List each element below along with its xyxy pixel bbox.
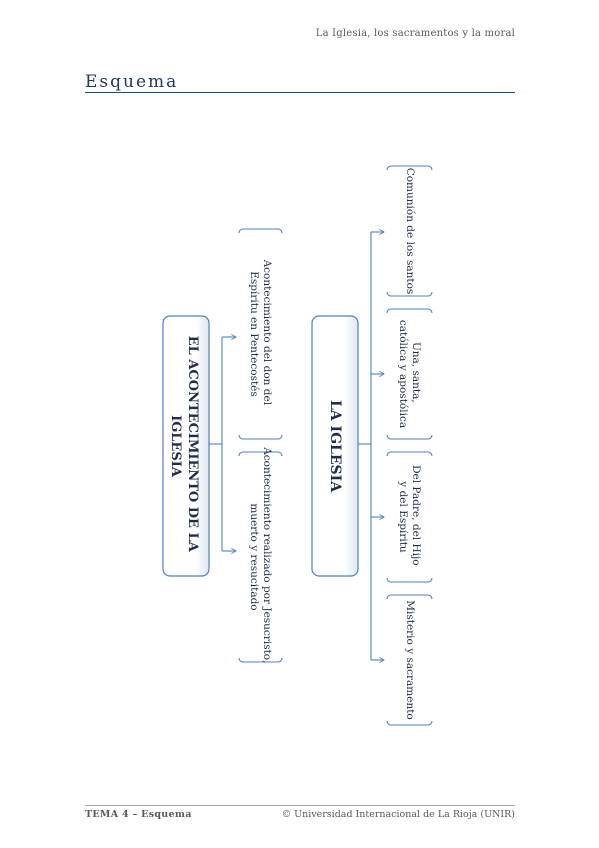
footer-topic: TEMA 4 – Esquema xyxy=(85,809,192,820)
item-notas-iglesia: Una, santa, católica y apostólica xyxy=(386,308,433,440)
item-misterio: Misterio y sacramento xyxy=(386,594,433,726)
running-header: La Iglesia, los sacramentos y la moral xyxy=(315,28,515,39)
svg-text:Del Padre, del Hijo y de: Del Padre, del Hijo y del Espíritu xyxy=(397,465,422,569)
box-acontecimiento-iglesia: EL ACONTECIMIENTO DE LA IGLESIA xyxy=(162,315,210,577)
section-title: Esquema xyxy=(85,72,179,92)
item-espiritu-line-2: Espíritu en Pentecostés xyxy=(248,271,260,397)
box-la-iglesia: LA IGLESIA xyxy=(311,315,359,577)
item-espiritu-line-1: Acontecimiento del don del xyxy=(261,259,273,406)
item-notas-line-1: Una, santa, xyxy=(410,342,422,403)
connectors-acontecimiento xyxy=(209,333,237,555)
item-notas-line-2: católica y apostólica xyxy=(397,320,409,428)
item-padre-hijo-espiritu: Del Padre, del Hijo y del Espíritu xyxy=(386,451,433,583)
footer-divider xyxy=(85,805,515,806)
item-padre-line-2: y del Espíritu xyxy=(397,480,409,553)
connectors-iglesia xyxy=(358,228,385,664)
item-misterio-label: Misterio y sacramento xyxy=(404,600,416,720)
box-acontecimiento-line-1: EL ACONTECIMIENTO DE LA xyxy=(185,336,200,553)
box-la-iglesia-label: LA IGLESIA xyxy=(327,400,343,493)
title-divider xyxy=(85,92,515,93)
footer-copyright: © Universidad Internacional de La Rioja … xyxy=(281,809,515,820)
item-padre-line-1: Del Padre, del Hijo xyxy=(410,465,422,566)
item-jesucristo-line-2: muerto y resucitado xyxy=(248,503,260,610)
item-comunion-label: Comunión de los santos xyxy=(404,168,416,295)
item-comunion-santos: Comunión de los santos xyxy=(386,165,433,297)
item-jesucristo-line-1: Acontecimiento realizado por Jesucristo, xyxy=(261,446,273,663)
svg-text:Una, santa, católica y a: Una, santa, católica y apostólica xyxy=(397,320,422,428)
svg-text:Acontecimiento realizado por J: Acontecimiento realizado por Jesucristo,… xyxy=(248,446,273,667)
svg-text:EL ACONTECIMIENTO DE LA: EL ACONTECIMIENTO DE LA IGLESIA xyxy=(168,336,200,556)
svg-text:Acontecimiento del don del: Acontecimiento del don del Espíritu en P… xyxy=(248,259,273,409)
item-jesucristo: Acontecimiento realizado por Jesucristo,… xyxy=(238,446,283,667)
item-espiritu: Acontecimiento del don del Espíritu en P… xyxy=(238,228,283,440)
box-acontecimiento-line-2: IGLESIA xyxy=(168,415,183,478)
